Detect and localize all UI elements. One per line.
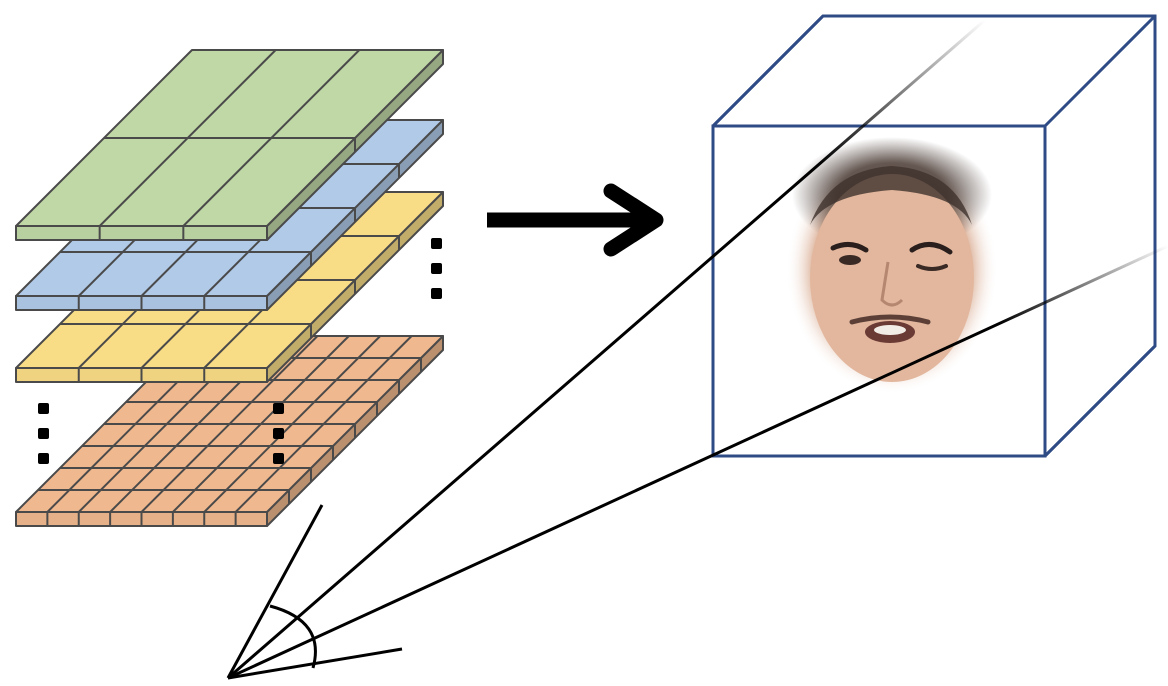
volume-cube	[711, 14, 1157, 458]
right-arrow-icon	[487, 183, 664, 257]
grid-layer-finest	[15, 335, 444, 527]
feature-grid-stack	[15, 49, 444, 527]
grid-layer-coarse	[15, 49, 444, 241]
layer-front-side	[15, 225, 268, 241]
vertical-ellipsis-icon	[431, 238, 442, 299]
face-portrait-icon	[786, 137, 998, 394]
camera-view-angle-icon	[226, 504, 403, 680]
vertical-ellipsis-icon	[38, 403, 49, 464]
vertical-ellipsis-icon	[273, 403, 284, 464]
camera-rays	[227, 18, 1168, 680]
